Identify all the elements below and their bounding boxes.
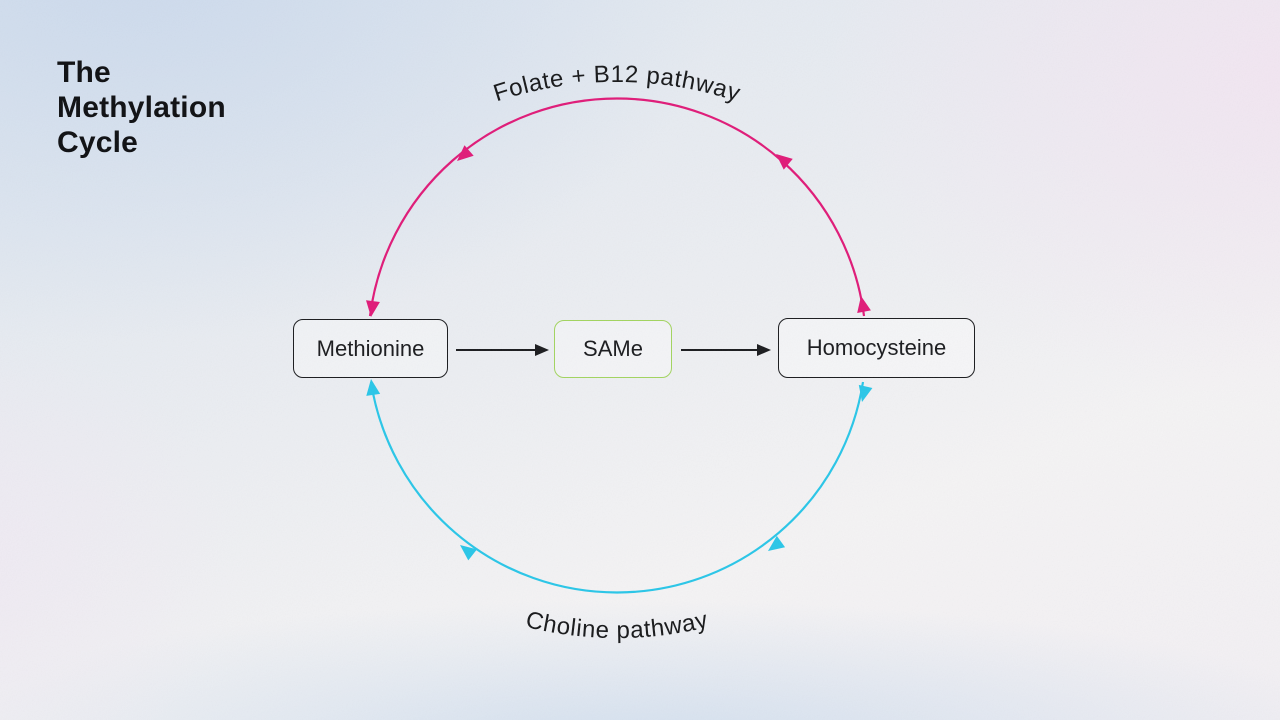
arrowhead-methionine-to-same: [535, 344, 549, 356]
folate-pathway-label: Folate + B12 pathway: [490, 61, 744, 107]
choline-arrowhead-mid-right: [768, 535, 786, 551]
folate-arrowhead-into-methionine: [366, 300, 380, 317]
node-same-label: SAMe: [583, 336, 643, 361]
folate-arrowhead-mid-left: [457, 145, 474, 161]
choline-arrowhead-from-homocysteine: [858, 384, 873, 402]
node-homocysteine-label: Homocysteine: [806, 335, 947, 360]
node-same: SAMe: [554, 320, 672, 378]
choline-pathway-arc: [369, 381, 865, 594]
folate-pathway-arc: [368, 97, 866, 317]
folate-arrowhead-from-homocysteine: [857, 296, 871, 314]
choline-pathway-label: Choline pathway: [523, 606, 711, 644]
arrowhead-same-to-homocysteine: [757, 344, 771, 356]
page-title: The Methylation Cycle: [57, 55, 226, 160]
title-line-2: Methylation: [57, 91, 226, 124]
choline-arrowhead-into-methionine: [366, 379, 381, 396]
node-homocysteine: Homocysteine: [778, 318, 975, 378]
node-methionine-label: Methionine: [316, 335, 425, 361]
node-methionine: Methionine: [293, 319, 448, 378]
title-line-3: Cycle: [57, 126, 139, 159]
title-line-1: The: [57, 56, 111, 89]
